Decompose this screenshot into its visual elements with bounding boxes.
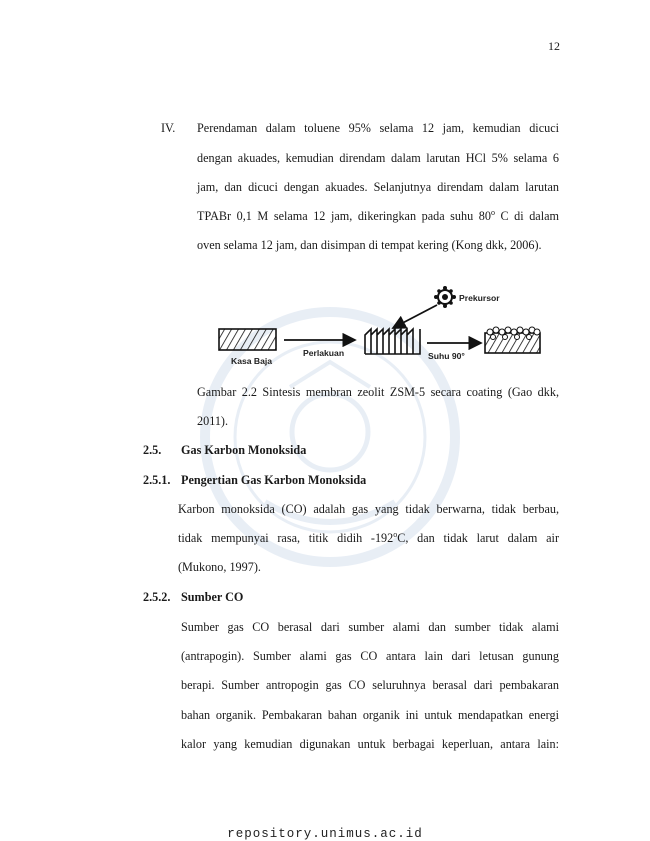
section-2-5-1-line-1: Karbon monoksida (CO) adalah gas yang ti…	[178, 502, 559, 516]
precursor-icon	[434, 286, 456, 308]
figure-caption-line-1: Gambar 2.2 Sintesis membran zeolit ZSM-5…	[197, 385, 559, 399]
coated-membrane-shape	[484, 326, 541, 354]
section-2-5-2-number: 2.5.2.	[143, 590, 171, 604]
section-2-5-2-line-1: Sumber gas CO berasal dari sumber alami …	[181, 620, 559, 634]
section-2-5-1-line-2: tidak mempunyai rasa, titik didih -192oC…	[178, 529, 559, 545]
label-perlakuan: Perlakuan	[303, 348, 344, 358]
section-2-5-2-line-5: kalor yang kemudian digunakan untuk berb…	[181, 737, 559, 751]
university-seal-watermark	[200, 307, 460, 567]
figure-zsm5-synthesis: Kasa Baja Perlakuan Prekursor Suhu 90°	[218, 286, 541, 366]
item-iv-label: IV.	[161, 121, 176, 135]
section-2-5-2-line-2: (antrapogin). Sumber alami gas CO antara…	[181, 649, 559, 663]
section-2-5-2-line-4: bahan organik. Pembakaran bahan organik …	[181, 708, 559, 722]
figure-caption-line-2: 2011).	[197, 414, 229, 428]
treated-mesh-shape	[364, 327, 421, 355]
section-2-5-1-title: Pengertian Gas Karbon Monoksida	[181, 473, 367, 487]
section-2-5-2-title: Sumber CO	[181, 590, 244, 604]
repository-footer: repository.unimus.ac.id	[227, 827, 423, 841]
item-iv-line-2: dengan akuades, kemudian direndam dalam …	[197, 151, 559, 165]
section-2-5-1-line-3: (Mukono, 1997).	[178, 560, 261, 574]
section-2-5-title: Gas Karbon Monoksida	[181, 443, 307, 457]
section-2-5-2-line-3: berapi. Sumber antropogin gas CO seluruh…	[181, 678, 559, 692]
precursor-arrow	[391, 304, 438, 329]
section-2-5-number: 2.5.	[143, 443, 162, 457]
item-iv-line-1: Perendaman dalam toluene 95% selama 12 j…	[197, 121, 559, 135]
item-iv-line-5: oven selama 12 jam, dan disimpan di temp…	[197, 238, 542, 252]
page-number: 12	[548, 39, 560, 53]
label-kasa-baja: Kasa Baja	[231, 356, 272, 366]
label-prekursor: Prekursor	[459, 293, 500, 303]
item-iv-line-3: jam, dan dicuci dengan akuades. Selanjut…	[197, 180, 559, 194]
label-suhu: Suhu 90°	[428, 351, 465, 361]
section-2-5-1-number: 2.5.1.	[143, 473, 171, 487]
steel-mesh-shape	[218, 328, 277, 351]
item-iv-line-4: TPABr 0,1 M selama 12 jam, dikeringkan p…	[197, 207, 559, 223]
